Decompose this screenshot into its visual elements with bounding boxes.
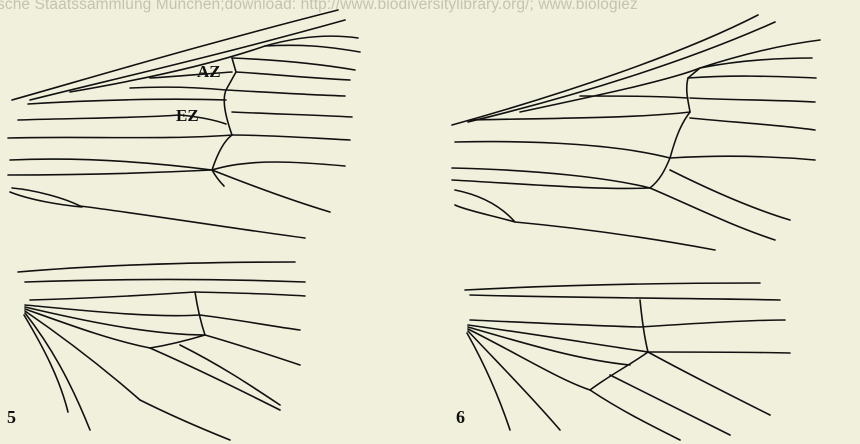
hindwing-subcosta xyxy=(25,279,305,282)
az-vein-6 xyxy=(580,96,688,98)
cubitus-vein xyxy=(8,135,232,138)
anal-loop-6 xyxy=(455,190,515,222)
media-vein-6 xyxy=(452,168,650,188)
outer-vein-6b xyxy=(690,118,815,130)
anal-vein-2 xyxy=(80,206,305,238)
hindwing6-base-fan-3 xyxy=(468,329,590,390)
ez-cell-label: EZ xyxy=(176,106,199,126)
cubitus-vein-6 xyxy=(455,142,670,158)
hindwing-base-fan-6 xyxy=(24,315,68,412)
ez-upper-vein xyxy=(28,99,226,104)
hindwing6-radius xyxy=(470,320,640,327)
hindwing-cross-lower xyxy=(150,335,205,348)
az-cell-label: AZ xyxy=(197,62,221,82)
outer-vein-5 xyxy=(212,162,345,170)
costa-vein-6 xyxy=(452,15,758,125)
hindwing-base-fan-1 xyxy=(25,305,200,316)
hindwing6-outer-2 xyxy=(648,352,790,353)
discal-connector xyxy=(226,72,236,90)
hindwing6-base-fan-4 xyxy=(468,331,560,430)
hindwing-outer-3 xyxy=(205,335,300,365)
radial-branch-6b xyxy=(688,76,816,78)
figure-number-6: 6 xyxy=(456,407,465,428)
radial-branch-1 xyxy=(265,45,360,52)
cross-vein-lower xyxy=(212,135,232,170)
hindwing-outer-6 xyxy=(140,400,230,440)
cross-vein-6-lower xyxy=(650,158,670,188)
hindwing6-subcosta xyxy=(470,295,780,300)
outer-vein-6c xyxy=(670,156,815,160)
outer-vein-6d xyxy=(670,170,790,220)
anal-loop-vein xyxy=(10,188,82,207)
hindwing-base-fan-4 xyxy=(25,311,140,400)
hindwing-outer-4 xyxy=(150,348,280,410)
outer-vein-6 xyxy=(212,170,330,212)
hindwing6-costa xyxy=(465,283,760,290)
cross-vein-top xyxy=(232,58,236,72)
hindwing6-outer-5 xyxy=(590,390,680,440)
hindwing6-cross-lower xyxy=(590,352,648,390)
anal-vein-1 xyxy=(8,170,212,175)
hindwing-outer-2 xyxy=(200,315,300,330)
az-lower-vein xyxy=(130,87,226,90)
figure-number-5: 5 xyxy=(7,407,16,428)
hindwing6-outer-4 xyxy=(610,375,730,435)
discal-cross-vein xyxy=(224,90,232,135)
discal-cross-6b xyxy=(670,112,690,158)
hindwing-costa xyxy=(18,262,295,272)
hindwing6-outer-1 xyxy=(640,320,785,327)
outer-vein-3 xyxy=(232,112,352,117)
outer-vein-1 xyxy=(236,72,350,80)
outer-vein-4 xyxy=(232,135,350,140)
hindwing-outer-1 xyxy=(195,292,305,296)
figure-6-hindwing xyxy=(465,283,790,440)
anal-vein-6c xyxy=(515,222,715,250)
hindwing-base-fan-5 xyxy=(25,313,90,430)
hindwing6-outer-3 xyxy=(648,352,770,415)
outer-vein-2 xyxy=(226,90,345,96)
discal-cross-6 xyxy=(687,78,690,112)
outer-vein-6a xyxy=(690,98,815,102)
anal-vein-6b xyxy=(650,188,775,240)
media-vein xyxy=(10,159,212,170)
hindwing-discal-cross xyxy=(195,292,205,335)
figure-5-hindwing xyxy=(18,262,305,440)
figure-6-forewing xyxy=(452,15,820,250)
hindwing6-base-fan-1 xyxy=(468,325,648,352)
hindwing-radius xyxy=(30,292,195,300)
radial-branch-2 xyxy=(232,58,355,70)
